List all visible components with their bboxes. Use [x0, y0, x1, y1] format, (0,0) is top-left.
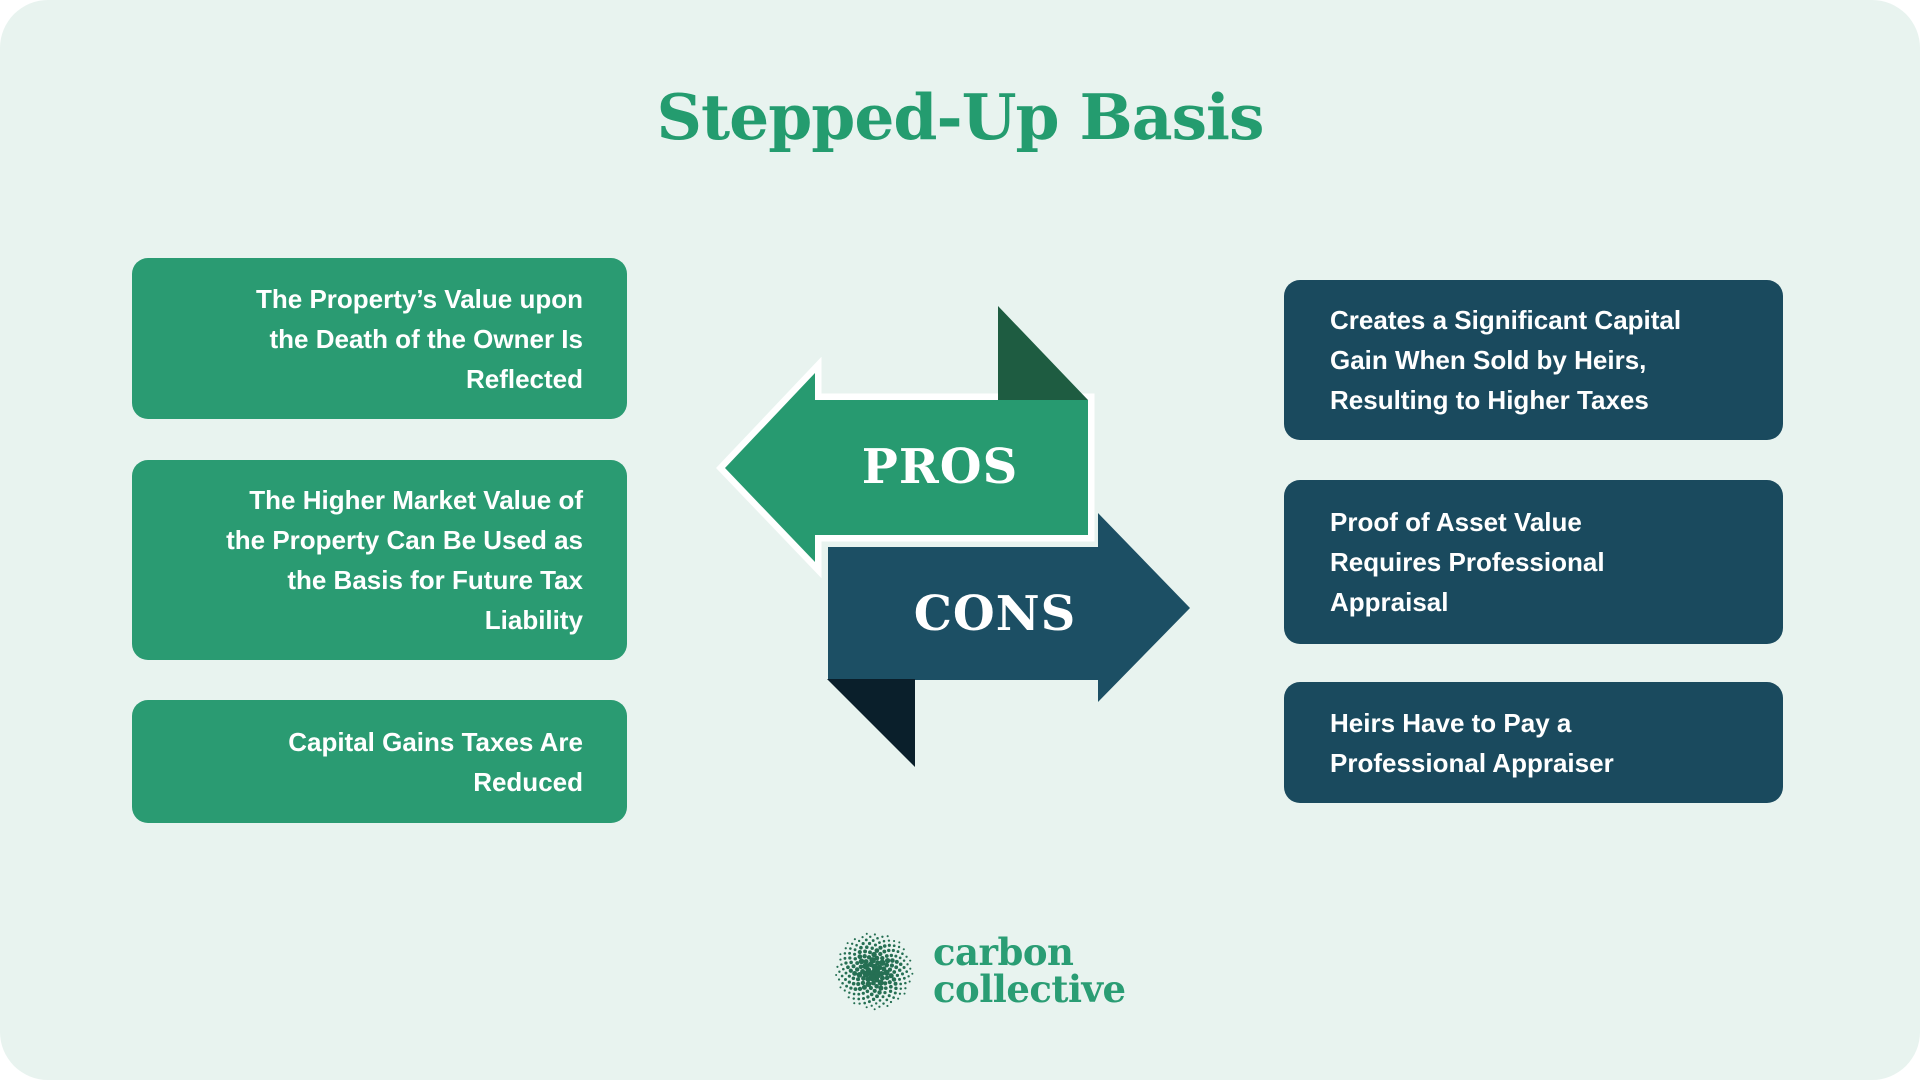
pros-fold-triangle	[998, 306, 1088, 400]
cons-fold-triangle	[827, 679, 915, 767]
pros-box-1: The Property’s Value upon the Death of t…	[132, 258, 627, 419]
cons-label: CONS	[913, 586, 1077, 642]
logo-dots-sphere-icon	[835, 932, 914, 1011]
brand-logo: carbon collective	[833, 930, 1126, 1012]
page-title: Stepped-Up Basis	[656, 80, 1265, 154]
pros-label: PROS	[861, 439, 1019, 495]
pros-box-2: The Higher Market Value of the Property …	[132, 460, 627, 660]
cons-box-2: Proof of Asset Value Requires Profession…	[1284, 480, 1783, 644]
pros-box-3: Capital Gains Taxes Are Reduced	[132, 700, 627, 823]
cons-box-1: Creates a Significant Capital Gain When …	[1284, 280, 1783, 440]
cons-box-3: Heirs Have to Pay a Professional Apprais…	[1284, 682, 1783, 803]
brand-name: carbon collective	[933, 930, 1126, 1011]
